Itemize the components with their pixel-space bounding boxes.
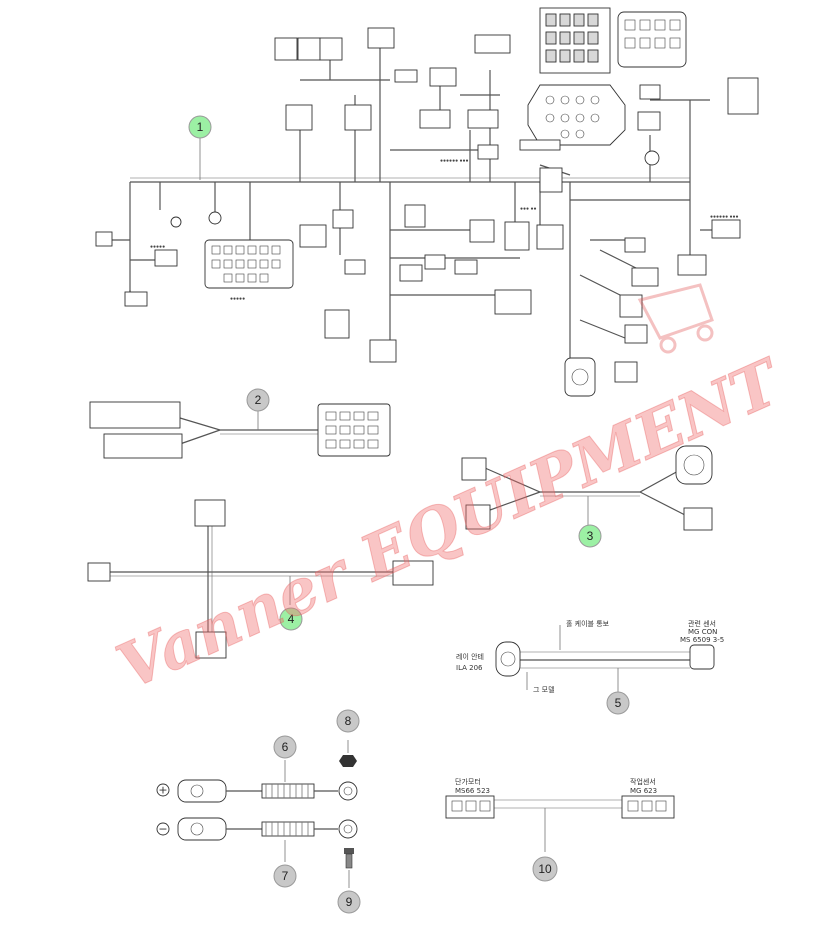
callout-3-label: 3 bbox=[587, 529, 594, 543]
plus-terminal-icon bbox=[156, 783, 170, 797]
harness-10: 단가모터 MS66 523 작업센서 MG 623 bbox=[445, 777, 675, 852]
harness5-label-right-b: MG CON bbox=[688, 628, 717, 636]
svg-text:●●●●●: ●●●●● bbox=[150, 244, 165, 250]
callout-10-label: 10 bbox=[538, 862, 552, 876]
callout-1[interactable]: 1 bbox=[188, 115, 212, 180]
harness5-label-bottom: 그 모델 bbox=[533, 686, 555, 694]
callout-6-label: 6 bbox=[282, 740, 289, 754]
svg-text:●●●●●● ●●●: ●●●●●● ●●● bbox=[440, 158, 469, 164]
minus-terminal-icon bbox=[156, 822, 170, 836]
harness10-label-left-a: 단가모터 bbox=[455, 777, 481, 786]
harness-5: 홀 케이블 통보 레이 안테 ILA 206 그 모델 관련 센서 MG CON… bbox=[456, 619, 724, 695]
callout-8-label: 8 bbox=[345, 714, 352, 728]
bolt-9 bbox=[344, 848, 354, 888]
harness10-label-right-a: 작업센서 bbox=[630, 777, 656, 786]
harness5-label-left-b: ILA 206 bbox=[456, 664, 483, 672]
callout-7-label: 7 bbox=[282, 869, 289, 883]
svg-text:●●● ●●: ●●● ●● bbox=[520, 206, 537, 212]
main-harness: ●●●●●● ●●● ●●● ●● ●●●●●● ●●● ●●●●● ●●●●● bbox=[95, 7, 759, 397]
callout-5[interactable]: 5 bbox=[606, 691, 630, 715]
harness5-label-left-a: 레이 안테 bbox=[456, 652, 484, 661]
harness-2 bbox=[89, 401, 391, 459]
polarity-minus: − bbox=[158, 823, 167, 836]
harness5-label-right-a: 관련 센서 bbox=[688, 619, 716, 628]
callout-10[interactable]: 10 bbox=[532, 856, 558, 882]
battery-cable-6: + bbox=[156, 760, 358, 803]
svg-text:●●●●●: ●●●●● bbox=[230, 296, 245, 302]
battery-cable-7: − bbox=[156, 817, 358, 862]
callout-7[interactable]: 7 bbox=[273, 864, 297, 888]
callout-2[interactable]: 2 bbox=[246, 388, 270, 412]
callout-4[interactable]: 4 bbox=[279, 607, 303, 631]
harness-4 bbox=[87, 499, 434, 659]
callout-9-label: 9 bbox=[346, 895, 353, 909]
callout-8[interactable]: 8 bbox=[336, 709, 360, 733]
callout-5-label: 5 bbox=[615, 696, 622, 710]
truck-icon bbox=[637, 283, 714, 354]
callout-6[interactable]: 6 bbox=[273, 735, 297, 759]
callout-2-label: 2 bbox=[255, 393, 262, 407]
harness5-label-top: 홀 케이블 통보 bbox=[566, 619, 610, 628]
nut-8 bbox=[339, 740, 357, 767]
callout-3[interactable]: 3 bbox=[578, 524, 602, 548]
callout-4-label: 4 bbox=[288, 612, 295, 626]
harness10-label-right-b: MG 623 bbox=[630, 787, 657, 795]
harness10-label-left-b: MS66 523 bbox=[455, 787, 490, 795]
callout-1-label: 1 bbox=[197, 120, 204, 134]
svg-text:●●●●●● ●●●: ●●●●●● ●●● bbox=[710, 214, 739, 220]
callout-9[interactable]: 9 bbox=[337, 890, 361, 914]
harness-3 bbox=[461, 445, 713, 531]
harness5-label-right-c: MS 6509 3-5 bbox=[680, 636, 724, 644]
polarity-plus: + bbox=[158, 784, 167, 797]
